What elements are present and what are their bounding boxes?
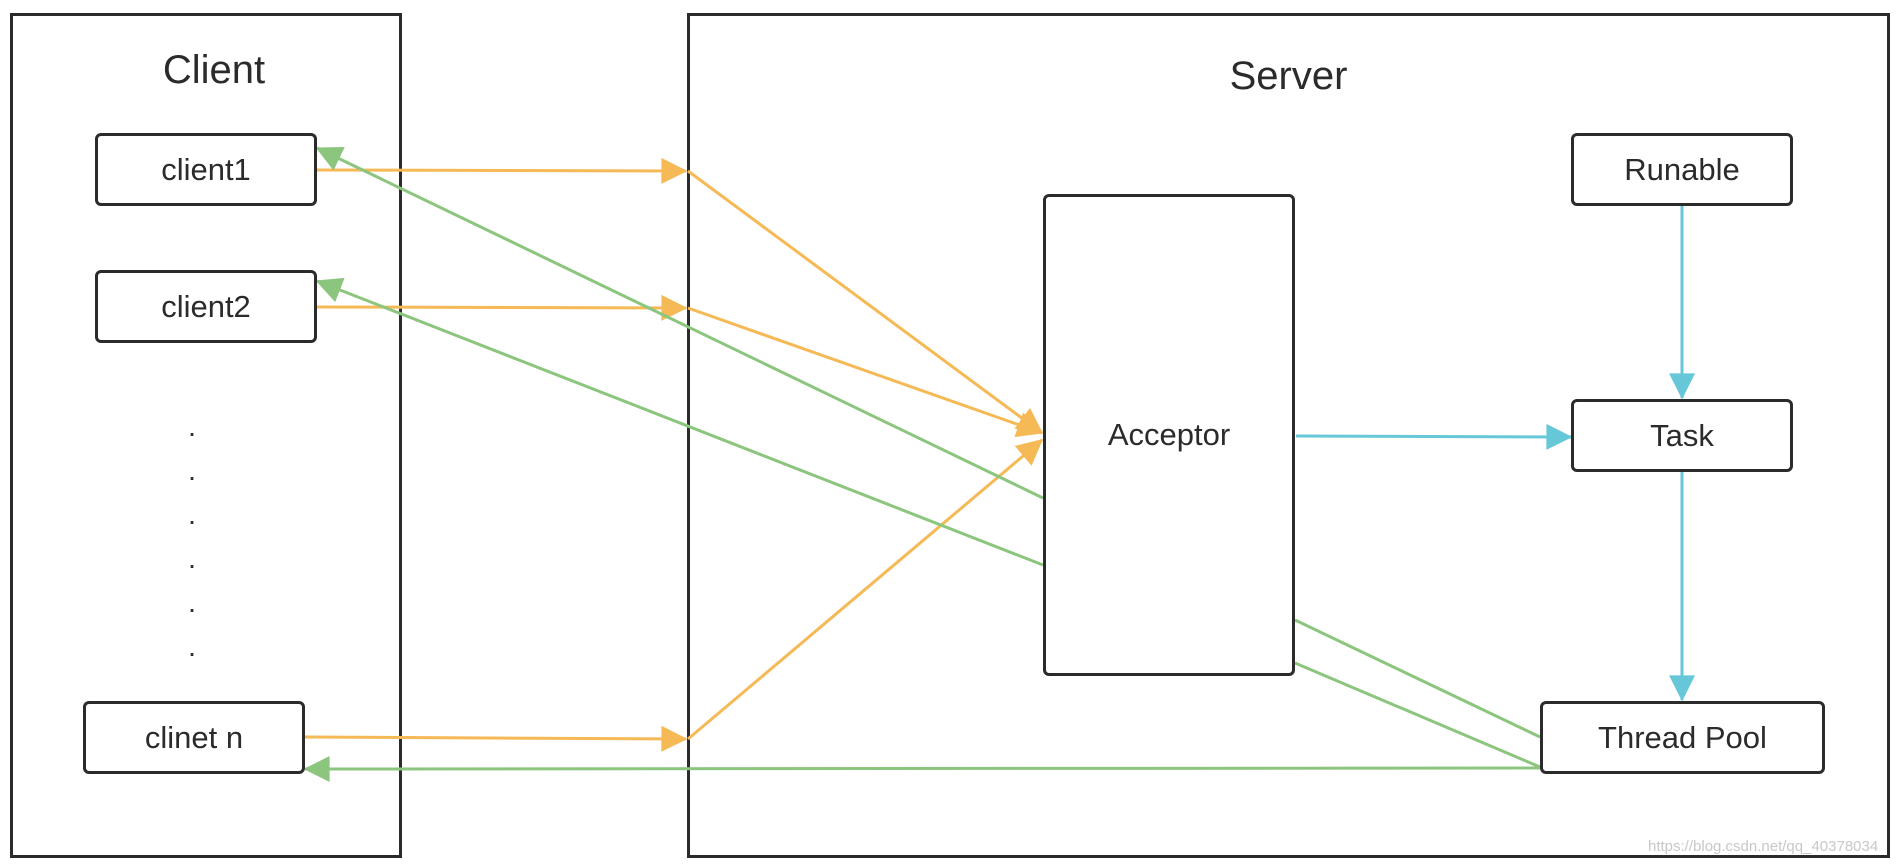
ellipsis-dot: . [188,455,196,486]
ellipsis-dot: . [188,499,196,530]
ellipsis-dot: . [188,411,196,442]
client1-box: client1 [95,133,317,206]
ellipsis-dot: . [188,631,196,662]
client2-box: client2 [95,270,317,343]
thread-pool-box: Thread Pool [1540,701,1825,774]
server-panel-title: Server [1229,54,1348,98]
runable-box: Runable [1571,133,1793,206]
ellipsis-dot: . [188,543,196,574]
acceptor-box: Acceptor [1043,194,1295,676]
clientn-box: clinet n [83,701,305,774]
client-panel-title: Client [162,48,266,92]
ellipsis-dot: . [188,587,196,618]
client-ellipsis: . . . . . . [182,405,202,669]
watermark-text: https://blog.csdn.net/qq_40378034 [1648,838,1879,855]
task-box: Task [1571,399,1793,472]
